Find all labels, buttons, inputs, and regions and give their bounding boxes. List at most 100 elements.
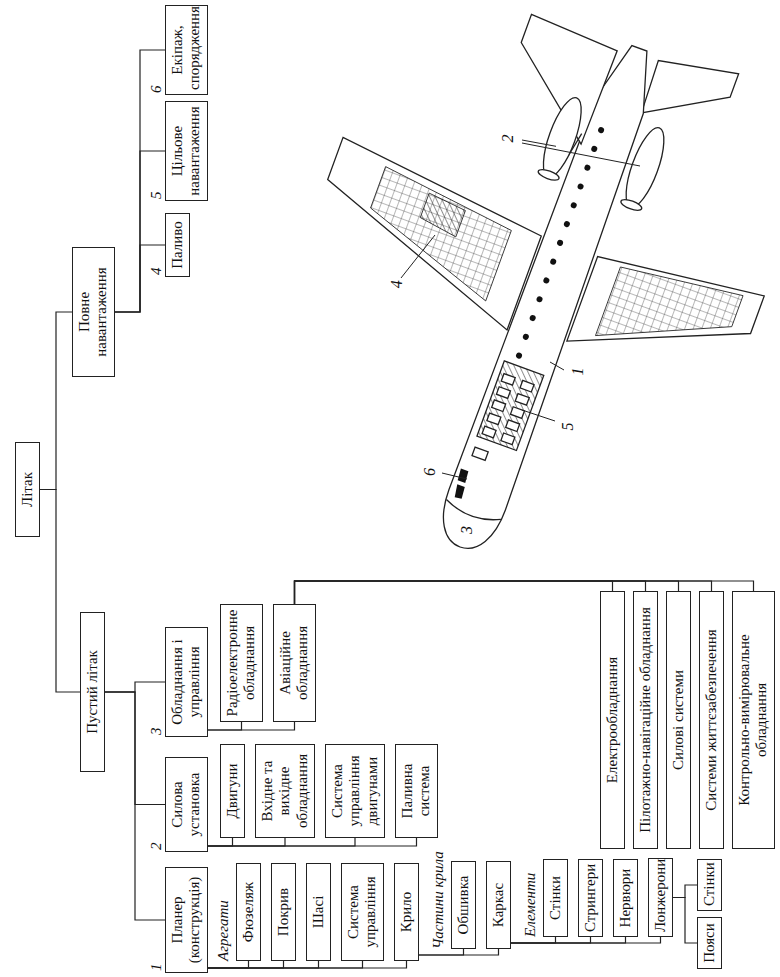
leader-lines bbox=[401, 140, 640, 479]
box-label: Електрообладнання bbox=[604, 596, 621, 844]
tree-connector bbox=[105, 692, 165, 920]
tree-connector bbox=[40, 312, 72, 490]
tree-connector bbox=[511, 937, 591, 943]
box-label: Обладнання і управління bbox=[169, 632, 204, 732]
box-label: Система управління двигунами bbox=[329, 749, 381, 833]
box-label: Нервюри bbox=[617, 864, 634, 932]
tree-connector bbox=[208, 838, 417, 846]
tree-connector bbox=[208, 961, 407, 968]
tree-box: Пілотажно-навігаційне обладнання bbox=[633, 591, 658, 849]
tree-connector bbox=[208, 961, 249, 968]
box-label: Каркас bbox=[490, 866, 507, 944]
box-label: Екіпаж, спорядження bbox=[169, 10, 204, 90]
tree-connector bbox=[208, 722, 295, 730]
tree-connector bbox=[673, 898, 697, 944]
box-label: Контрольно-вимірювальне обладнання bbox=[736, 596, 771, 844]
tree-box: Літак bbox=[15, 442, 40, 537]
box-label: Стінки bbox=[547, 864, 564, 932]
engine-upper bbox=[535, 93, 593, 184]
box-label: Двигуни bbox=[224, 749, 241, 833]
tree-box: Нервюри bbox=[613, 859, 638, 937]
box-label: Паливна система bbox=[399, 749, 434, 833]
tree-connector bbox=[419, 949, 464, 955]
door bbox=[472, 447, 488, 460]
tree-box: 3Обладнання і управління bbox=[165, 627, 208, 737]
callout-number: 4 bbox=[387, 280, 406, 288]
box-label: Обшивка bbox=[455, 866, 472, 944]
tree-box: Паливна система bbox=[395, 744, 438, 838]
tree-connector bbox=[208, 961, 319, 968]
tree-box: Двигуни bbox=[220, 744, 245, 838]
tree-box: 5Цільове навантаження bbox=[165, 101, 208, 201]
tree-connector bbox=[208, 838, 233, 846]
box-label: Планер (конструкція) bbox=[169, 872, 204, 968]
tree-connector bbox=[295, 581, 646, 604]
cabin-cutaway bbox=[477, 361, 544, 451]
callout-number: 1 bbox=[147, 964, 165, 972]
box-label: Стінки bbox=[701, 864, 718, 906]
tree-connector bbox=[511, 937, 626, 943]
tree-box: Покрив bbox=[271, 863, 296, 961]
box-label: Системи життєзабезпечення bbox=[703, 596, 720, 844]
callout-number: 6 bbox=[147, 86, 165, 94]
tree-box: Каркас bbox=[486, 861, 511, 949]
tree-box: Шасі bbox=[306, 863, 331, 961]
box-label: Пустий літак bbox=[84, 617, 101, 767]
tree-box: Пояси bbox=[697, 917, 722, 969]
box-label: Вхідне та вихідне обладнання bbox=[259, 749, 311, 833]
callout-number: 3 bbox=[457, 526, 476, 534]
tree-box: Крило bbox=[394, 863, 419, 961]
callout-number: 2 bbox=[498, 135, 517, 143]
tree-box: Система управління bbox=[341, 863, 384, 961]
radome-line bbox=[444, 499, 501, 525]
tree-box: Повне навантаження bbox=[72, 247, 115, 377]
box-label: Повне навантаження bbox=[76, 252, 111, 372]
tree-connector bbox=[208, 722, 242, 730]
box-label: Літак bbox=[19, 447, 36, 532]
tree-connector bbox=[208, 838, 355, 846]
callout-number: 1 bbox=[568, 367, 587, 375]
aircraft bbox=[225, 0, 780, 615]
tree-connector bbox=[511, 937, 661, 943]
tree-box: Обшивка bbox=[451, 861, 476, 949]
box-label: Крило bbox=[398, 868, 415, 956]
tree-box: Стрингери bbox=[578, 859, 603, 937]
box-label: Радіоелектронне обладнання bbox=[224, 609, 259, 717]
callout-number: 6 bbox=[420, 468, 439, 476]
tree-connector bbox=[208, 838, 285, 846]
box-label: Стрингери bbox=[582, 864, 599, 932]
callout-number: 5 bbox=[147, 192, 165, 200]
tree-box: 6Екіпаж, спорядження bbox=[165, 5, 208, 95]
callout-number: 2 bbox=[147, 843, 165, 851]
box-label: Система управління bbox=[345, 868, 380, 956]
cabin-windows bbox=[515, 126, 605, 359]
tree-box: Контрольно-вимірювальне обладнання bbox=[732, 591, 775, 849]
tree-box: Силові системи bbox=[666, 591, 691, 849]
tree-box: 1Планер (конструкція) bbox=[165, 867, 208, 973]
tree-box: 4Паливо bbox=[165, 213, 190, 277]
group-label: Частини крила bbox=[429, 851, 447, 949]
tree-box: Авіаційне обладнання bbox=[273, 604, 316, 722]
box-label: Пояси bbox=[701, 922, 718, 964]
box-label: Фюзеляж bbox=[240, 868, 257, 956]
tree-box: Вхідне та вихідне обладнання bbox=[255, 744, 315, 838]
tree-box: Пустий літак bbox=[80, 612, 105, 772]
box-label: Авіаційне обладнання bbox=[277, 609, 312, 717]
callout-number: 4 bbox=[147, 268, 165, 276]
callout-number: 5 bbox=[558, 423, 577, 431]
tree-connector bbox=[673, 885, 697, 898]
tree-box: Електрообладнання bbox=[600, 591, 625, 849]
tree-connector bbox=[419, 949, 499, 955]
tree-connector bbox=[208, 961, 363, 968]
tree-box: 2Силова установка bbox=[165, 757, 208, 852]
box-label: Паливо bbox=[169, 218, 186, 272]
group-label: Агрегати bbox=[214, 900, 232, 961]
tree-connector bbox=[511, 937, 556, 943]
tree-box: Стінки bbox=[697, 859, 722, 911]
box-label: Покрив bbox=[275, 868, 292, 956]
tree-connector bbox=[40, 490, 80, 693]
box-label: Пілотажно-навігаційне обладнання bbox=[637, 596, 654, 844]
tree-box: Фюзеляж bbox=[236, 863, 261, 961]
